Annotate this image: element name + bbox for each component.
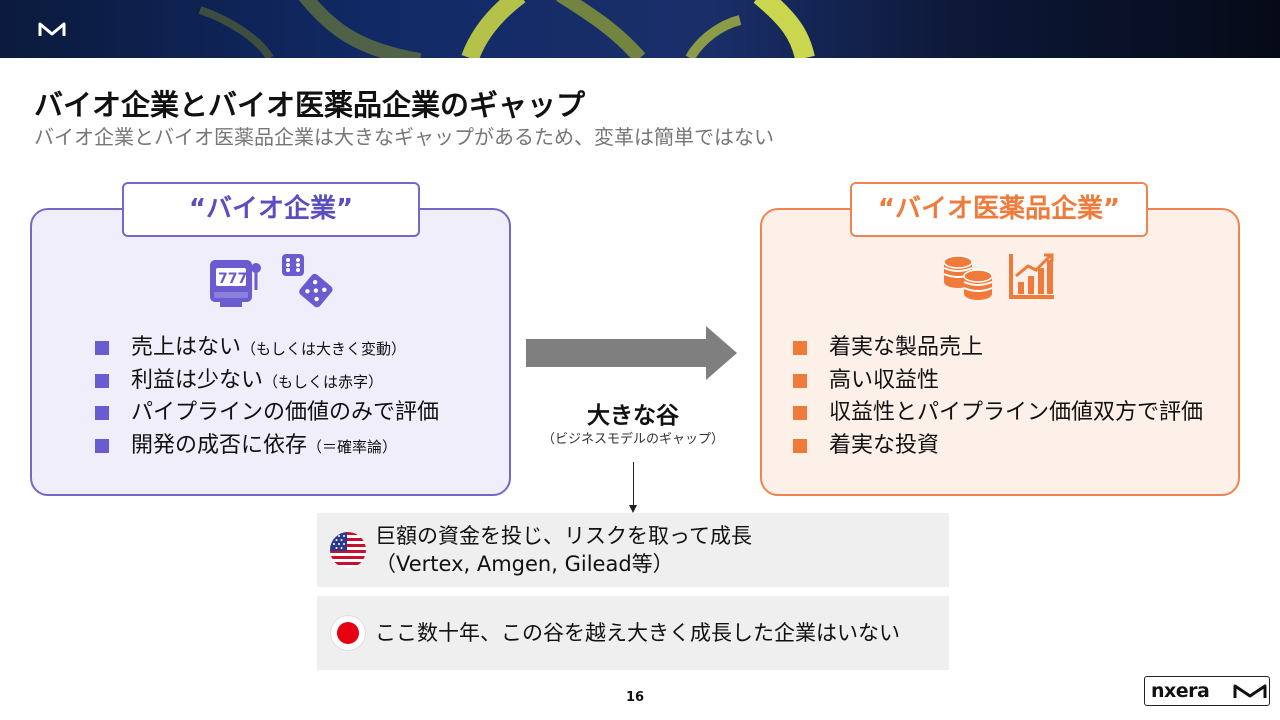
coins-icon [940,254,996,304]
us-flag-icon [330,532,366,568]
page-subtitle: バイオ企業とバイオ医薬品企業は大きなギャップがあるため、変革は簡単ではない [34,125,774,149]
us-example-text: 巨額の資金を投じ、リスクを取って成長 （Vertex, Amgen, Gilea… [375,524,752,576]
banner-molecule-image [198,0,815,58]
list-item: 売上はない（もしくは大きく変動） [95,332,439,365]
square-bullet-icon [793,373,807,388]
transition-arrow [526,326,738,384]
connector-arrowhead-icon [629,505,637,513]
japan-flag-icon [330,615,366,651]
page-title: バイオ企業とバイオ医薬品企業のギャップ [34,88,586,122]
dice-icon [278,252,334,314]
brand-mark-icon [38,22,66,36]
header-banner [0,0,1280,58]
bio-company-panel [30,208,511,496]
square-bullet-icon [793,438,807,453]
list-item: 高い収益性 [793,365,1203,398]
svg-text:777: 777 [218,271,247,287]
list-item: 開発の成否に依存（＝確率論） [95,430,439,463]
square-bullet-icon [95,341,109,355]
bio-company-list: 売上はない（もしくは大きく変動） 利益は少ない（もしくは赤字） パイプラインの価… [95,332,439,462]
slot-machine-icon: 777 [208,254,266,312]
list-item: パイプラインの価値のみで評価 [95,397,439,430]
list-item: 着実な製品売上 [793,332,1203,365]
bio-company-tag: “バイオ企業” [122,182,420,237]
jp-example-box: ここ数十年、この谷を越え大きく成長した企業はいない [317,596,949,670]
jp-example-text: ここ数十年、この谷を越え大きく成長した企業はいない [375,621,900,645]
growth-chart-icon [1008,252,1056,304]
gap-label: 大きな谷 [587,403,679,429]
square-bullet-icon [95,438,109,453]
us-example-box: 巨額の資金を投じ、リスクを取って成長 （Vertex, Amgen, Gilea… [317,513,949,587]
logo-mark-icon [1233,684,1267,698]
biopharma-company-list: 着実な製品売上 高い収益性 収益性とパイプライン価値双方で評価 着実な投資 [793,332,1203,462]
list-item: 利益は少ない（もしくは赤字） [95,365,439,398]
square-bullet-icon [793,406,807,420]
list-item: 収益性とパイプライン価値双方で評価 [793,397,1203,430]
page-number: 16 [626,690,645,705]
list-item: 着実な投資 [793,430,1203,463]
company-logo: nxera [1144,676,1270,706]
square-bullet-icon [95,406,109,420]
biopharma-company-tag: “バイオ医薬品企業” [850,182,1148,237]
gap-sublabel: （ビジネスモデルのギャップ） [541,432,724,447]
connector-line [633,462,634,506]
square-bullet-icon [793,341,807,355]
square-bullet-icon [95,373,109,388]
